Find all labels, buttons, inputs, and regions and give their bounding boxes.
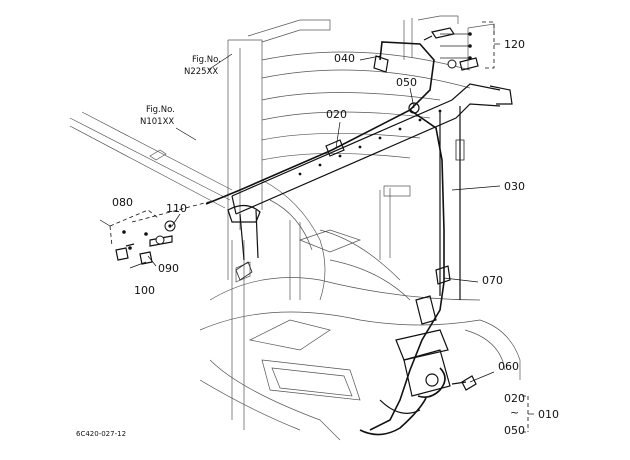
part-label-020: 020 [326, 108, 347, 121]
leader-lines [99, 43, 534, 415]
fig-ref-2: Fig.No. N101XX [140, 105, 175, 127]
clamp-050 [408, 102, 420, 114]
range-from: 020 [504, 392, 525, 405]
fig-ref-code: N225XX [184, 67, 218, 77]
part-label-070: 070 [482, 274, 503, 287]
fig-ref-title: Fig.No. [146, 105, 175, 115]
fig-ref-1: Fig.No. N225XX [184, 55, 221, 77]
part-label-030: 030 [504, 180, 525, 193]
hardware-exploded [109, 199, 261, 265]
part-label-040: 040 [334, 52, 355, 65]
range-tilde: ~ [510, 406, 519, 419]
bolt-060 [451, 375, 477, 391]
cab-frame-background [69, 15, 521, 441]
range-to: 050 [504, 424, 525, 437]
hardware-120 [423, 21, 495, 71]
part-label-090: 090 [158, 262, 179, 275]
part-label-080: 080 [112, 196, 133, 209]
part-label-060: 060 [498, 360, 519, 373]
diagram-code: 6C420-027-12 [76, 430, 126, 438]
part-label-050: 050 [396, 76, 417, 89]
wiper-cable [205, 41, 451, 436]
part-label-100: 100 [134, 284, 155, 297]
fig-ref-code: N101XX [140, 117, 174, 127]
fig-ref-title: Fig.No. [192, 55, 221, 65]
part-label-110: 110 [166, 202, 187, 215]
part-label-120: 120 [504, 38, 525, 51]
part-label-010: 010 [538, 408, 559, 421]
crossbeam [231, 83, 513, 300]
